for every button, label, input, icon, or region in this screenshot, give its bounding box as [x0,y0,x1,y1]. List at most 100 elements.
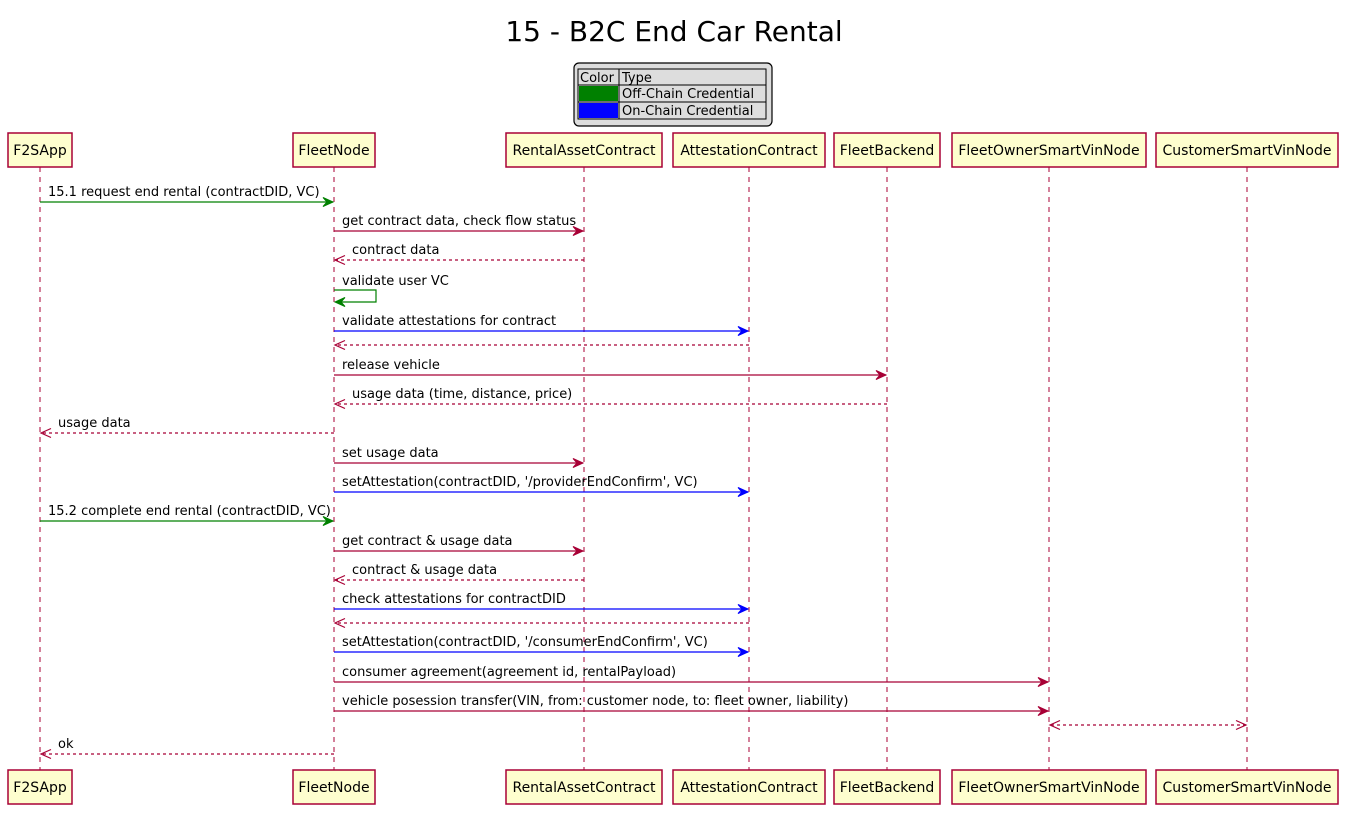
message-line [334,289,377,303]
message-label: consumer agreement(agreement id, rentalP… [342,665,676,680]
message-6 [333,339,749,351]
arrowhead [322,197,335,207]
participant-attest-bottom: AttestationContract [672,769,826,805]
message-label: contract & usage data [352,563,497,578]
participant-label: AttestationContract [680,780,818,796]
arrowhead [572,458,585,468]
participant-label: FleetOwnerSmartVinNode [958,780,1139,796]
message-9: usage data [39,416,334,439]
arrowhead [1235,719,1248,731]
message-8: usage data (time, distance, price) [333,387,887,410]
arrowhead [875,370,888,380]
participant-customer-top: CustomerSmartVinNode [1155,132,1339,168]
arrowhead [737,604,750,614]
arrowhead [333,574,346,586]
arrowhead [333,398,346,410]
participants-bottom: F2SApp FleetNode RentalAssetContract Attest… [7,769,1339,805]
participant-box [292,132,376,168]
arrowhead [1037,677,1050,687]
legend-header-type: Type [621,71,652,86]
participant-fleetnode-top: FleetNode [292,132,376,168]
message-11: setAttestation(contractDID, '/providerEn… [334,475,750,497]
legend-type-off-chain: Off-Chain Credential [622,87,754,102]
arrowhead [737,326,750,336]
legend-type-on-chain: On-Chain Credential [622,104,753,119]
message-13: get contract & usage data [334,534,585,556]
message-19: vehicle posession transfer(VIN, from: cu… [334,694,1050,716]
message-label: vehicle posession transfer(VIN, from: cu… [342,694,848,709]
message-label: release vehicle [342,358,440,373]
message-7: release vehicle [334,358,888,380]
arrowhead [322,516,335,526]
message-label: check attestations for contractDID [342,592,566,607]
arrowhead [333,339,346,351]
participant-box [505,769,663,805]
participant-box [833,132,941,168]
message-14: contract & usage data [333,563,584,586]
participant-fleetnode-bottom: FleetNode [292,769,376,805]
arrowhead [1037,706,1050,716]
message-label: get contract data, check flow status [342,214,576,229]
participant-owner-bottom: FleetOwnerSmartVinNode [951,769,1147,805]
message-4: validate user VC [333,274,449,307]
arrowhead [737,487,750,497]
participant-box [672,769,826,805]
arrowhead [572,546,585,556]
legend-swatch-on-chain [579,103,618,118]
legend-swatch-off-chain [579,86,618,101]
message-17: setAttestation(contractDID, '/consumerEn… [334,635,750,657]
participant-box [833,769,941,805]
message-label: contract data [352,243,439,258]
participant-label: CustomerSmartVinNode [1163,780,1332,796]
message-18: consumer agreement(agreement id, rentalP… [334,665,1050,687]
participant-label: FleetBackend [840,780,935,796]
participant-box [951,769,1147,805]
arrowhead [333,254,346,266]
message-2: get contract data, check flow status [334,214,585,236]
participant-label: FleetBackend [840,143,935,159]
arrowhead [333,297,346,307]
participant-label: FleetNode [298,780,369,796]
participant-label: FleetNode [298,143,369,159]
messages: 15.1 request end rental (contractDID, VC… [39,185,1248,760]
message-label: usage data [58,416,131,431]
message-3: contract data [333,243,584,266]
message-16 [333,617,749,629]
message-label: validate attestations for contract [342,314,556,329]
legend-frame [573,62,773,127]
arrowhead [39,427,52,439]
participant-label: RentalAssetContract [512,780,656,796]
message-label: 15.1 request end rental (contractDID, VC… [48,185,320,200]
participant-owner-top: FleetOwnerSmartVinNode [951,132,1147,168]
participants-top: F2SApp FleetNode RentalAssetContract Attest… [7,132,1339,168]
message-15: check attestations for contractDID [334,592,750,614]
participant-label: AttestationContract [680,143,818,159]
diagram-title: 15 - B2C End Car Rental [505,15,842,48]
message-1: 15.1 request end rental (contractDID, VC… [40,185,335,207]
participant-backend-top: FleetBackend [833,132,941,168]
participant-rental-bottom: RentalAssetContract [505,769,663,805]
arrowhead [333,617,346,629]
participant-rental-top: RentalAssetContract [505,132,663,168]
message-label: get contract & usage data [342,534,513,549]
message-5: validate attestations for contract [334,314,750,336]
message-label: setAttestation(contractDID, '/consumerEn… [342,635,708,650]
message-label: 15.2 complete end rental (contractDID, V… [48,504,331,519]
participant-box [672,132,826,168]
participant-label: F2SApp [13,143,67,159]
arrowhead [1048,719,1061,731]
participant-f2sapp-top: F2SApp [7,132,73,168]
participant-backend-bottom: FleetBackend [833,769,941,805]
arrowhead [39,748,52,760]
participant-f2sapp-bottom: F2SApp [7,769,73,805]
participant-box [951,132,1147,168]
message-label: ok [58,737,74,752]
participant-attest-top: AttestationContract [672,132,826,168]
arrowhead [572,226,585,236]
message-10: set usage data [334,446,585,468]
participant-label: F2SApp [13,780,67,796]
lifelines [39,167,1248,770]
message-label: validate user VC [342,274,449,289]
